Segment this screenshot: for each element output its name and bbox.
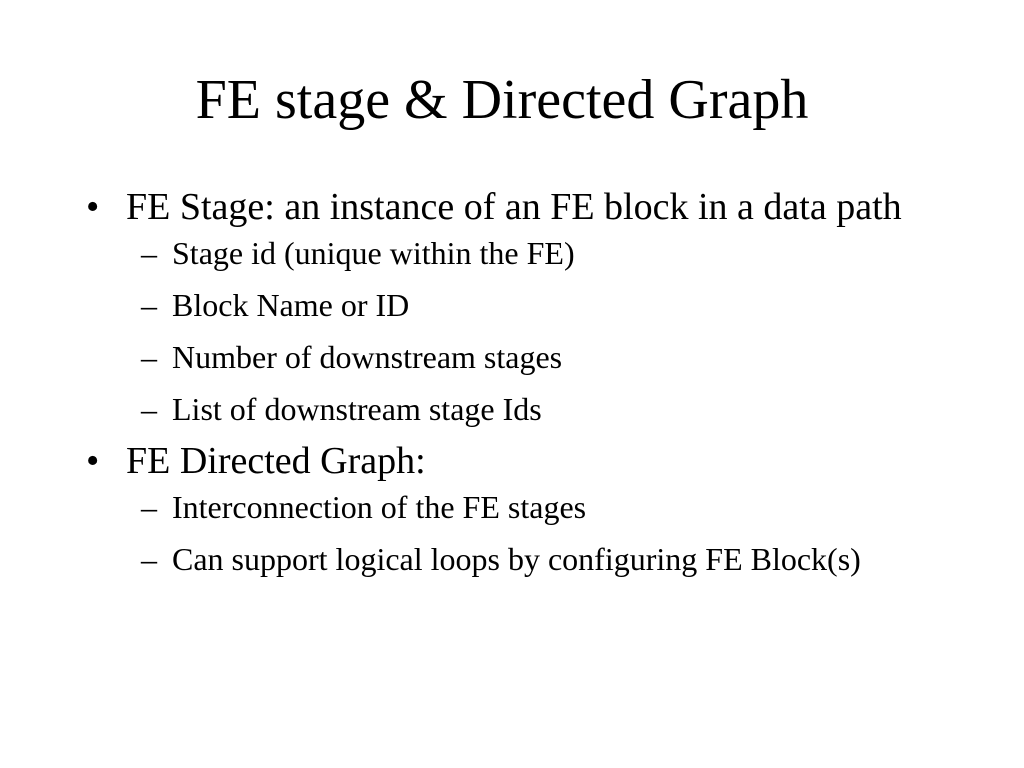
slide-title: FE stage & Directed Graph (195, 69, 809, 131)
sub-bullet-item: – Interconnection of the FE stages (131, 488, 906, 526)
sub-bullet-text: Stage id (unique within the FE) (172, 235, 575, 271)
sub-bullet-text: Number of downstream stages (172, 339, 563, 375)
sub-bullet-marker: – (141, 339, 157, 375)
sub-bullet-item: – Can support logical loops by configuri… (131, 540, 906, 578)
sub-bullet-list: – Stage id (unique within the FE) – Bloc… (131, 234, 906, 428)
bullet-item-fe-directed-graph: • FE Directed Graph: – Interconnection o… (86, 438, 906, 578)
bullet-text: FE Directed Graph: (126, 440, 426, 482)
sub-bullet-marker: – (141, 235, 157, 271)
sub-bullet-text: Block Name or ID (172, 287, 410, 323)
bullet-list: • FE Stage: an instance of an FE block i… (86, 184, 906, 578)
sub-bullet-marker: – (141, 391, 157, 427)
sub-bullet-marker: – (141, 287, 157, 323)
sub-bullet-list: – Interconnection of the FE stages – Can… (131, 488, 906, 578)
sub-bullet-text: List of downstream stage Ids (172, 391, 542, 427)
sub-bullet-marker: – (141, 489, 157, 525)
sub-bullet-item: – List of downstream stage Ids (131, 390, 906, 428)
bullet-marker: • (86, 440, 100, 482)
bullet-text: FE Stage: an instance of an FE block in … (126, 186, 902, 228)
bullet-marker: • (86, 186, 100, 228)
sub-bullet-text: Interconnection of the FE stages (172, 489, 587, 525)
sub-bullet-item: – Stage id (unique within the FE) (131, 234, 906, 272)
bullet-item-fe-stage: • FE Stage: an instance of an FE block i… (86, 184, 906, 428)
sub-bullet-text: Can support logical loops by configuring… (172, 541, 861, 577)
sub-bullet-item: – Block Name or ID (131, 286, 906, 324)
sub-bullet-marker: – (141, 541, 157, 577)
sub-bullet-item: – Number of downstream stages (131, 338, 906, 376)
